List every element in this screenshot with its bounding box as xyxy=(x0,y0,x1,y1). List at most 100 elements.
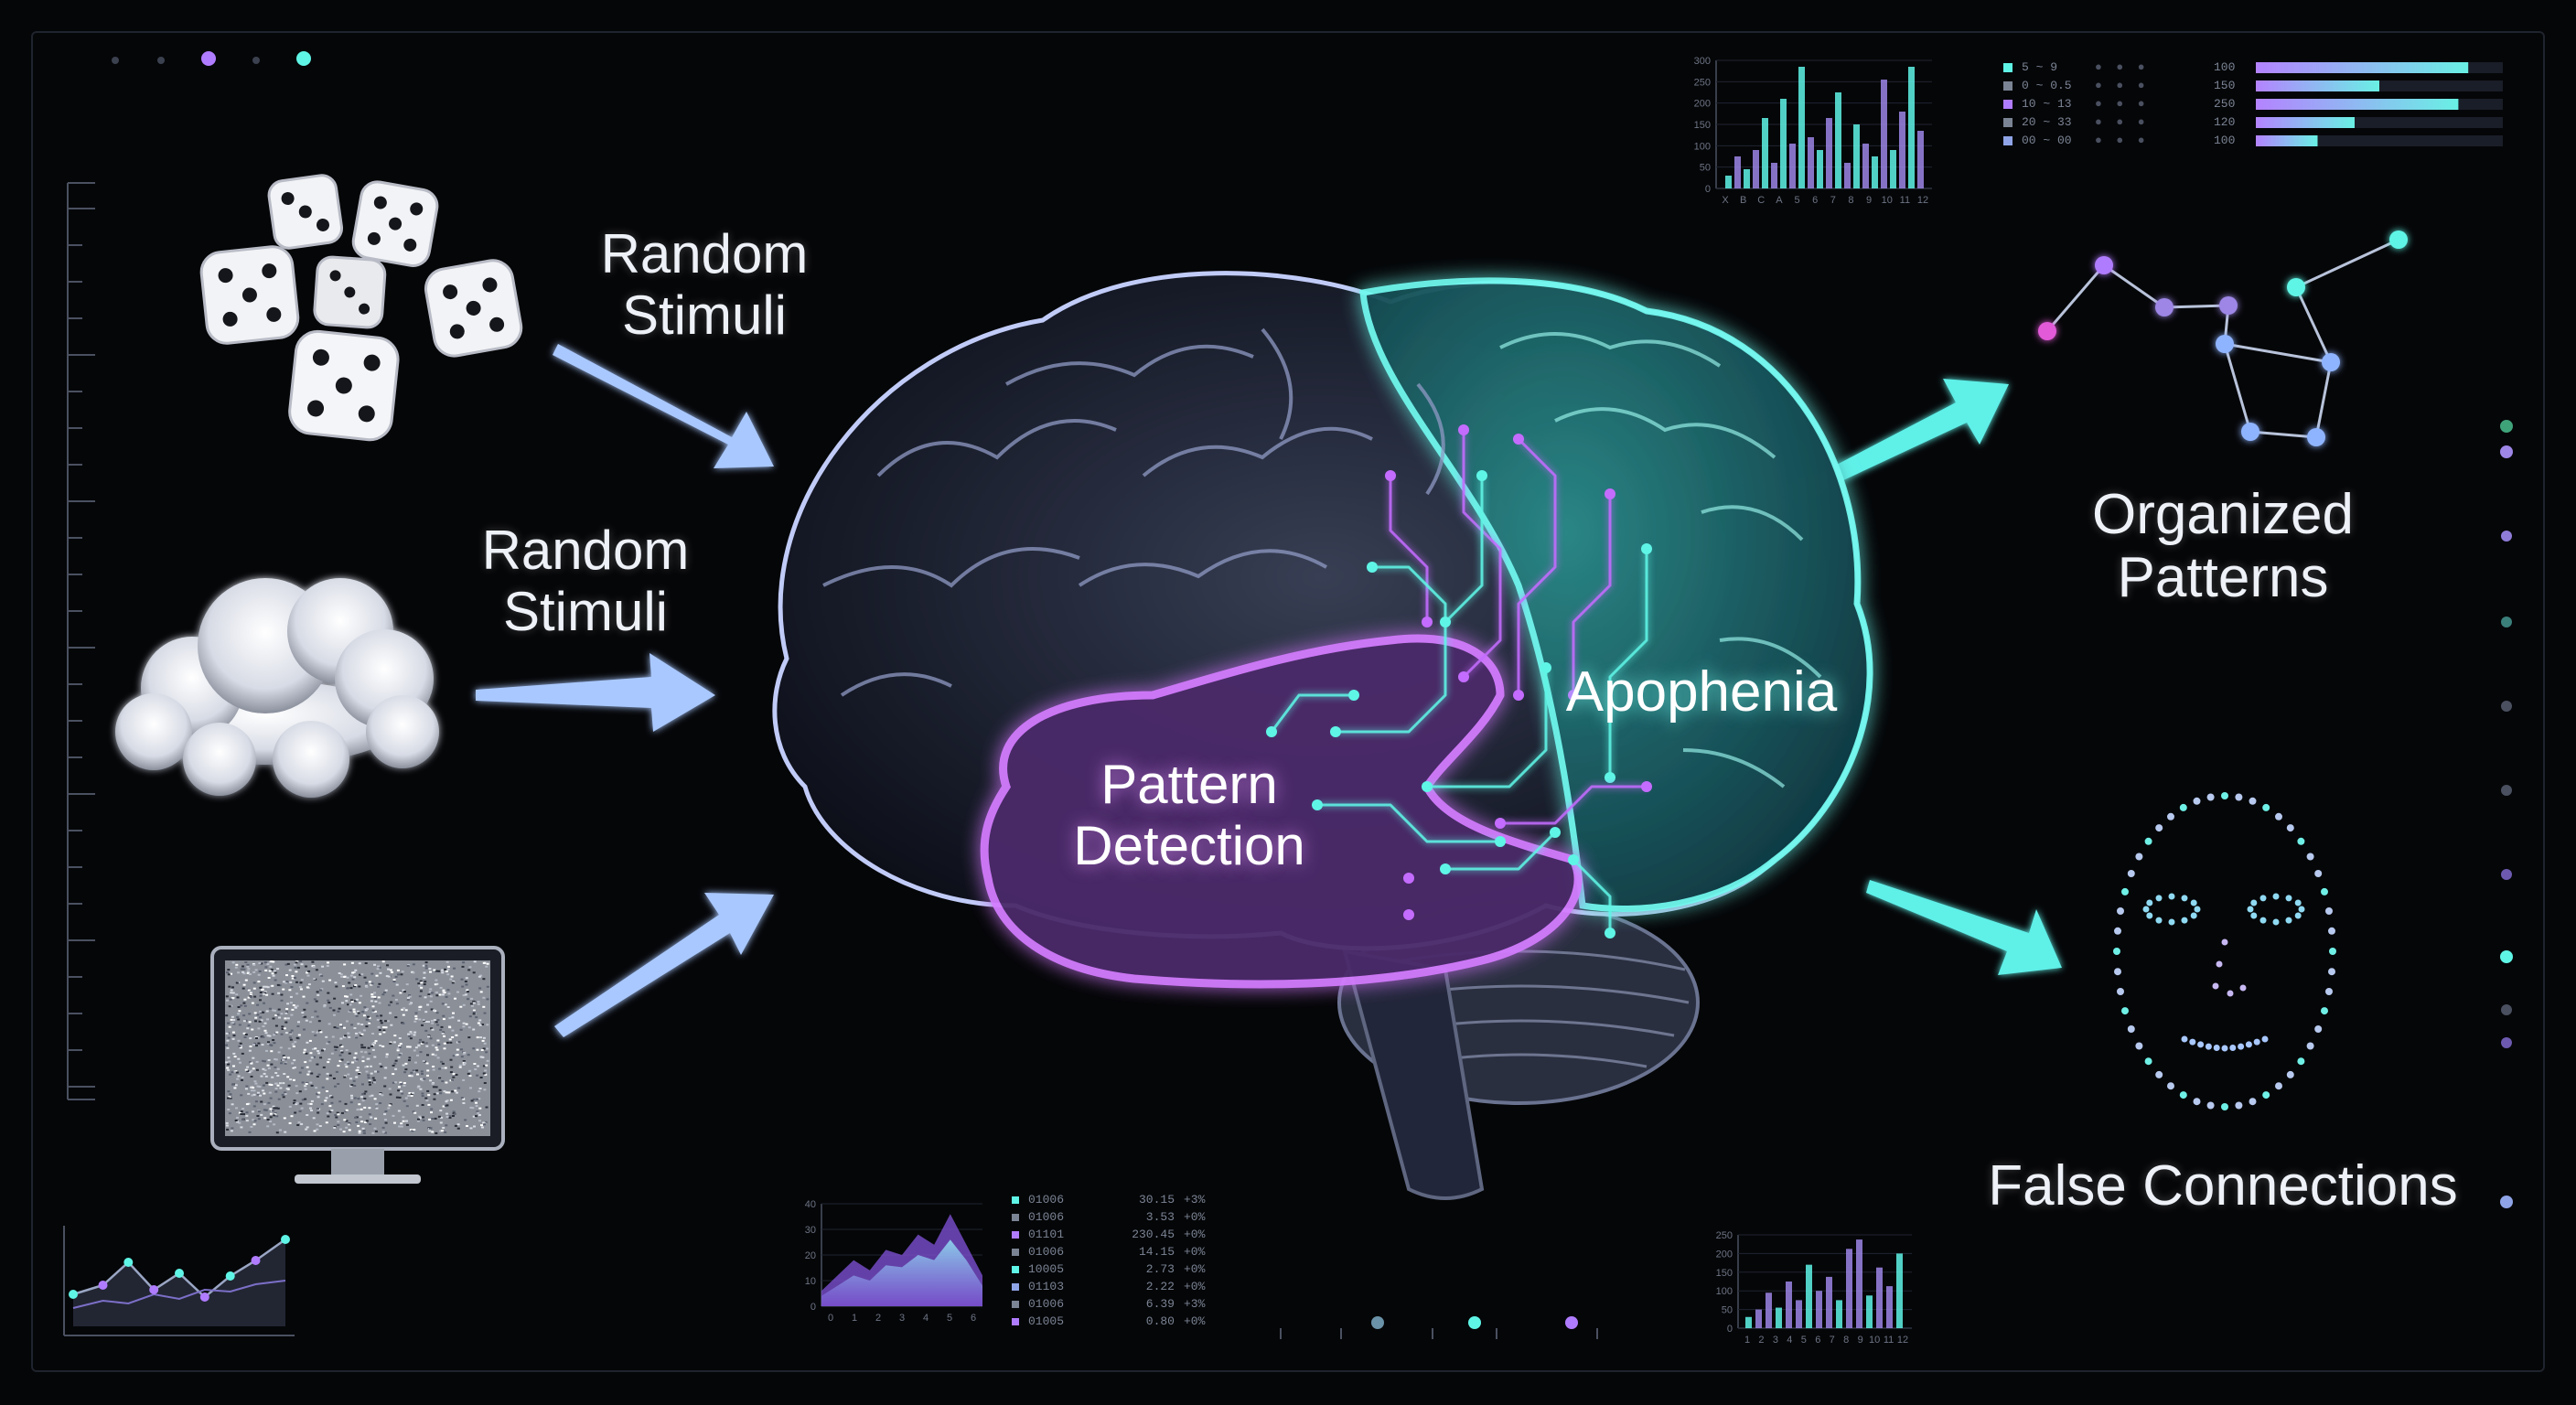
row-pct: +0% xyxy=(1184,1210,1206,1224)
row-value: 230.45 xyxy=(1132,1228,1175,1241)
row-value: 0.80 xyxy=(1145,1314,1175,1328)
row-pct: +3% xyxy=(1184,1193,1206,1207)
table-bar-fill xyxy=(2256,135,2318,146)
row-code: 01006 xyxy=(1028,1297,1065,1311)
x-tick-label: 0 xyxy=(828,1313,833,1324)
y-tick-label: 200 xyxy=(1694,99,1711,110)
y-tick-label: 150 xyxy=(1716,1268,1733,1279)
y-tick-label: 40 xyxy=(805,1199,816,1210)
row-pct: +0% xyxy=(1184,1280,1206,1293)
bar xyxy=(1899,112,1905,188)
row-value: 6.39 xyxy=(1145,1297,1175,1311)
bar xyxy=(1725,176,1732,188)
bar xyxy=(1762,118,1768,188)
x-tick-label: 2 xyxy=(875,1313,881,1324)
bar xyxy=(1745,1316,1752,1328)
row-value: 250 xyxy=(2214,97,2236,111)
bottom-indicator-track xyxy=(1280,1316,1598,1339)
line-point xyxy=(69,1290,78,1299)
y-tick-label: 10 xyxy=(805,1276,816,1287)
row-value: 30.15 xyxy=(1138,1193,1175,1207)
bar xyxy=(1876,1267,1883,1328)
bar xyxy=(1890,150,1896,188)
x-tick-label: 6 xyxy=(1812,195,1818,206)
x-tick-label: 10 xyxy=(1882,195,1893,206)
row-value: 2.22 xyxy=(1145,1280,1175,1293)
row-marker xyxy=(1012,1196,1019,1204)
table-row: 0 ~ 0.5● ● ●150 xyxy=(2003,77,2250,95)
row-dots: ● ● ● xyxy=(2095,60,2145,74)
x-tick-label: 5 xyxy=(947,1313,952,1324)
row-label: 20 ~ 33 xyxy=(2022,115,2072,129)
row-pct: +0% xyxy=(1184,1245,1206,1259)
bar xyxy=(1734,156,1741,188)
cloud-icon xyxy=(115,578,439,798)
row-value: 120 xyxy=(2214,115,2236,129)
row-marker xyxy=(2003,81,2012,91)
y-tick-label: 30 xyxy=(805,1225,816,1236)
right-indicator-dots xyxy=(2500,420,2513,1208)
apophenia-label: Apophenia xyxy=(1565,660,1838,724)
y-tick-label: 0 xyxy=(1705,184,1711,195)
y-tick-label: 50 xyxy=(1722,1305,1733,1316)
row-code: 01006 xyxy=(1028,1245,1065,1259)
table-row: 10 ~ 13● ● ●250 xyxy=(2003,95,2250,113)
left-ruler-ticks xyxy=(68,208,95,1088)
bottom-left-line-chart xyxy=(63,1226,295,1336)
output-arrows xyxy=(1791,379,2062,975)
x-tick-label: 7 xyxy=(1830,1335,1835,1346)
y-tick-label: 300 xyxy=(1694,56,1711,67)
bar xyxy=(1771,163,1777,188)
bar xyxy=(1886,1286,1893,1328)
x-tick-label: 5 xyxy=(1801,1335,1807,1346)
x-tick-label: 4 xyxy=(923,1313,928,1324)
x-tick-label: 3 xyxy=(1773,1335,1778,1346)
row-value: 2.73 xyxy=(1145,1262,1175,1276)
brain-illustration xyxy=(772,271,1873,1200)
y-tick-label: 0 xyxy=(810,1302,816,1313)
y-tick-label: 20 xyxy=(805,1250,816,1261)
x-tick-label: 10 xyxy=(1869,1335,1880,1346)
bar xyxy=(1862,144,1869,188)
table-row: 01006 30.15 +3% xyxy=(1012,1191,1220,1208)
x-tick-label: 12 xyxy=(1917,195,1928,206)
bar xyxy=(1808,137,1814,188)
y-tick-label: 250 xyxy=(1716,1230,1733,1241)
x-tick-label: X xyxy=(1722,195,1729,206)
table-bar-fill xyxy=(2256,99,2459,110)
x-tick-label: 3 xyxy=(899,1313,905,1324)
bar xyxy=(1917,131,1924,188)
table-row: 5 ~ 9● ● ●100 xyxy=(2003,59,2250,77)
row-marker xyxy=(1012,1318,1019,1325)
row-code: 01006 xyxy=(1028,1193,1065,1207)
x-tick-label: 7 xyxy=(1830,195,1836,206)
bar xyxy=(1856,1239,1862,1328)
row-marker xyxy=(2003,118,2012,127)
bar xyxy=(1744,169,1750,188)
row-pct: +0% xyxy=(1184,1262,1206,1276)
bar xyxy=(1826,118,1832,188)
line-point xyxy=(149,1285,159,1294)
row-code: 01101 xyxy=(1028,1228,1065,1241)
x-tick-label: 4 xyxy=(1787,1335,1792,1346)
row-marker xyxy=(1012,1301,1019,1308)
row-value: 100 xyxy=(2214,60,2236,74)
y-tick-label: 50 xyxy=(1700,163,1711,174)
table-bar-fill xyxy=(2256,80,2379,91)
row-dots: ● ● ● xyxy=(2095,97,2145,111)
y-tick-label: 100 xyxy=(1716,1286,1733,1297)
table-row: 20 ~ 33● ● ●120 xyxy=(2003,113,2250,132)
dice-icon xyxy=(199,174,523,442)
y-tick-label: 250 xyxy=(1694,77,1711,88)
x-tick-label: 8 xyxy=(1848,195,1853,206)
constellation-icon xyxy=(2038,231,2408,446)
top-table-bars xyxy=(2256,62,2503,146)
x-tick-label: 6 xyxy=(971,1313,976,1324)
